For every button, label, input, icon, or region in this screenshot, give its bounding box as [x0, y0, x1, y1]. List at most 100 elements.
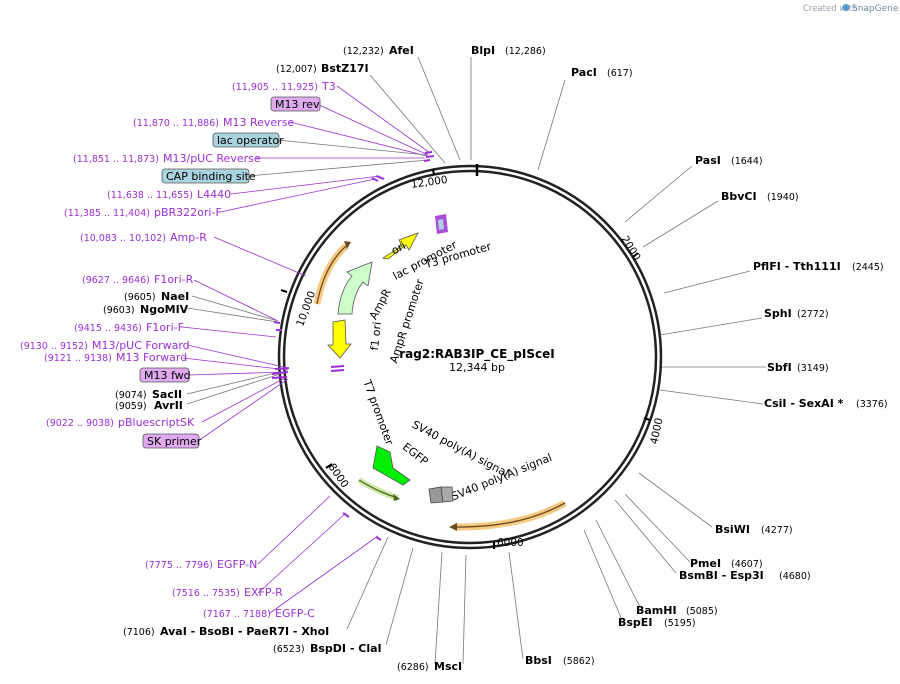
site-pos: (5862): [563, 656, 595, 667]
primer-name[interactable]: EGFP-N: [217, 558, 257, 571]
feature-label: T7 promoter: [360, 377, 396, 447]
site-pos: (1644): [731, 156, 763, 167]
primer-range: (9627 .. 9646): [82, 275, 150, 286]
box-cap-binding-site[interactable]: [161, 168, 250, 184]
tick-mark: [325, 463, 333, 469]
site-name[interactable]: BamHI: [636, 604, 677, 617]
tick-label: 12,000: [410, 174, 448, 191]
site-name[interactable]: NaeI: [161, 290, 189, 303]
snapgene-logo-icon: [842, 4, 850, 11]
primer-range: (9130 .. 9152): [20, 341, 88, 352]
box-lac-operator[interactable]: [212, 132, 280, 148]
site-name[interactable]: BsiWI: [715, 523, 750, 536]
primer-range: (11,905 .. 11,925): [232, 82, 318, 93]
sv40-polya-box: [428, 486, 444, 504]
primer-name[interactable]: M13/pUC Reverse: [163, 152, 261, 165]
primer-leaders: [181, 85, 431, 614]
primer-range: (10,083 .. 10,102): [80, 233, 166, 244]
site-name[interactable]: SbfI: [767, 361, 792, 374]
site-pos: (6523): [273, 644, 305, 655]
primer-name[interactable]: L4440: [197, 188, 231, 201]
box-label: lac operator: [217, 134, 284, 147]
site-name[interactable]: AfeI: [389, 44, 414, 57]
site-name[interactable]: CsiI - SexAI *: [764, 397, 844, 410]
site-pos: (3376): [856, 399, 888, 410]
feature-label: SV40 poly(A) signal: [410, 418, 511, 480]
orf-arc-line: [316, 245, 347, 305]
site-pos: (12,007): [276, 64, 317, 75]
box-label: CAP binding site: [166, 170, 256, 183]
site-pos: (6286): [397, 662, 429, 673]
feature-label: ori: [389, 239, 408, 257]
primer-name[interactable]: M13 Forward: [116, 351, 187, 364]
site-name[interactable]: BsmBI - Esp3I: [679, 569, 764, 582]
credit-prefix: Created with: [803, 4, 857, 14]
primer-range: (9121 .. 9138): [44, 353, 112, 364]
tick-mark: [432, 168, 435, 176]
primer-name[interactable]: pBluescriptSK: [118, 416, 195, 429]
tick-mark: [280, 289, 288, 293]
orf-arc: [454, 499, 567, 531]
site-name[interactable]: BspDI - ClaI: [310, 642, 382, 655]
primer-range: (7775 .. 7796): [145, 560, 213, 571]
primer-range: (9022 .. 9038): [46, 418, 114, 429]
site-pos: (5085): [686, 606, 718, 617]
primer-range: (7516 .. 7535): [172, 588, 240, 599]
ori-arrow: [381, 232, 419, 260]
site-name[interactable]: BbvCI: [721, 190, 757, 203]
primer-range: (7167 .. 7188): [203, 609, 271, 620]
feature-label: AmpR: [367, 286, 394, 321]
box-label: M13 rev: [275, 98, 320, 111]
primer-name[interactable]: M13 Reverse: [223, 116, 294, 129]
site-name[interactable]: BspEI: [618, 616, 652, 629]
box-m13-fwd[interactable]: [139, 367, 190, 383]
site-pos: (1940): [767, 192, 799, 203]
site-name[interactable]: PmeI: [690, 557, 721, 570]
site-pos: (12,232): [343, 46, 384, 57]
site-name[interactable]: PasI: [695, 154, 721, 167]
orf-arrow-head: [449, 523, 457, 531]
primer-name[interactable]: pBR322ori-F: [154, 206, 222, 219]
site-pos: (4277): [761, 525, 793, 536]
tick-label: 10,000: [294, 290, 318, 329]
site-name[interactable]: SacII: [152, 388, 182, 401]
credit-brand: SnapGene: [852, 4, 899, 14]
site-name[interactable]: MscI: [434, 660, 462, 673]
restriction-site-labels: (12,232) AfeI BlpI (12,286) PacI (617) (…: [103, 44, 888, 673]
site-pos: (12,286): [505, 46, 546, 57]
site-pos: (2772): [797, 309, 829, 320]
site-name[interactable]: BstZ17I: [321, 62, 369, 75]
primer-name[interactable]: T3: [321, 80, 336, 93]
primer-name[interactable]: F1ori-F: [146, 321, 184, 334]
primer-name[interactable]: Amp-R: [170, 231, 207, 244]
site-name[interactable]: AvaI - BsoBI - PaeR7I - XhoI: [160, 625, 329, 638]
site-name[interactable]: AvrII: [154, 399, 183, 412]
plasmid-name: rag2:RAB3IP_CE_pISceI: [399, 347, 554, 362]
site-name[interactable]: NgoMIV: [140, 303, 189, 316]
primer-name[interactable]: M13/pUC Forward: [92, 339, 190, 352]
orf-arrow-head: [393, 494, 400, 501]
site-name[interactable]: BlpI: [471, 44, 495, 57]
egfp-arrow: [372, 445, 411, 486]
boxed-labels: M13 rev lac operator CAP binding site M1…: [139, 96, 321, 449]
primer-name[interactable]: EXFP-R: [244, 586, 283, 599]
site-name[interactable]: BbsI: [525, 654, 552, 667]
site-name[interactable]: PflFI - Tth111I: [753, 260, 841, 273]
primer-range: (11,638 .. 11,655): [107, 190, 193, 201]
box-leaders: [247, 139, 429, 177]
box-m13-rev[interactable]: [270, 96, 321, 112]
site-name[interactable]: PacI: [571, 66, 597, 79]
box-sk-primer[interactable]: [142, 433, 200, 449]
orf-arc: [357, 477, 399, 501]
tick-mark: [643, 417, 651, 421]
primer-range: (11,851 .. 11,873): [73, 154, 159, 165]
orf-arc-line: [454, 502, 566, 528]
lac-operator-mark: [438, 219, 444, 230]
ampr-arrow: [337, 261, 373, 315]
site-pos: (2445): [852, 262, 884, 273]
primer-name[interactable]: EGFP-C: [275, 607, 315, 620]
site-pos: (9059): [115, 401, 147, 412]
primer-name[interactable]: F1ori-R: [154, 273, 194, 286]
site-name[interactable]: SphI: [764, 307, 792, 320]
